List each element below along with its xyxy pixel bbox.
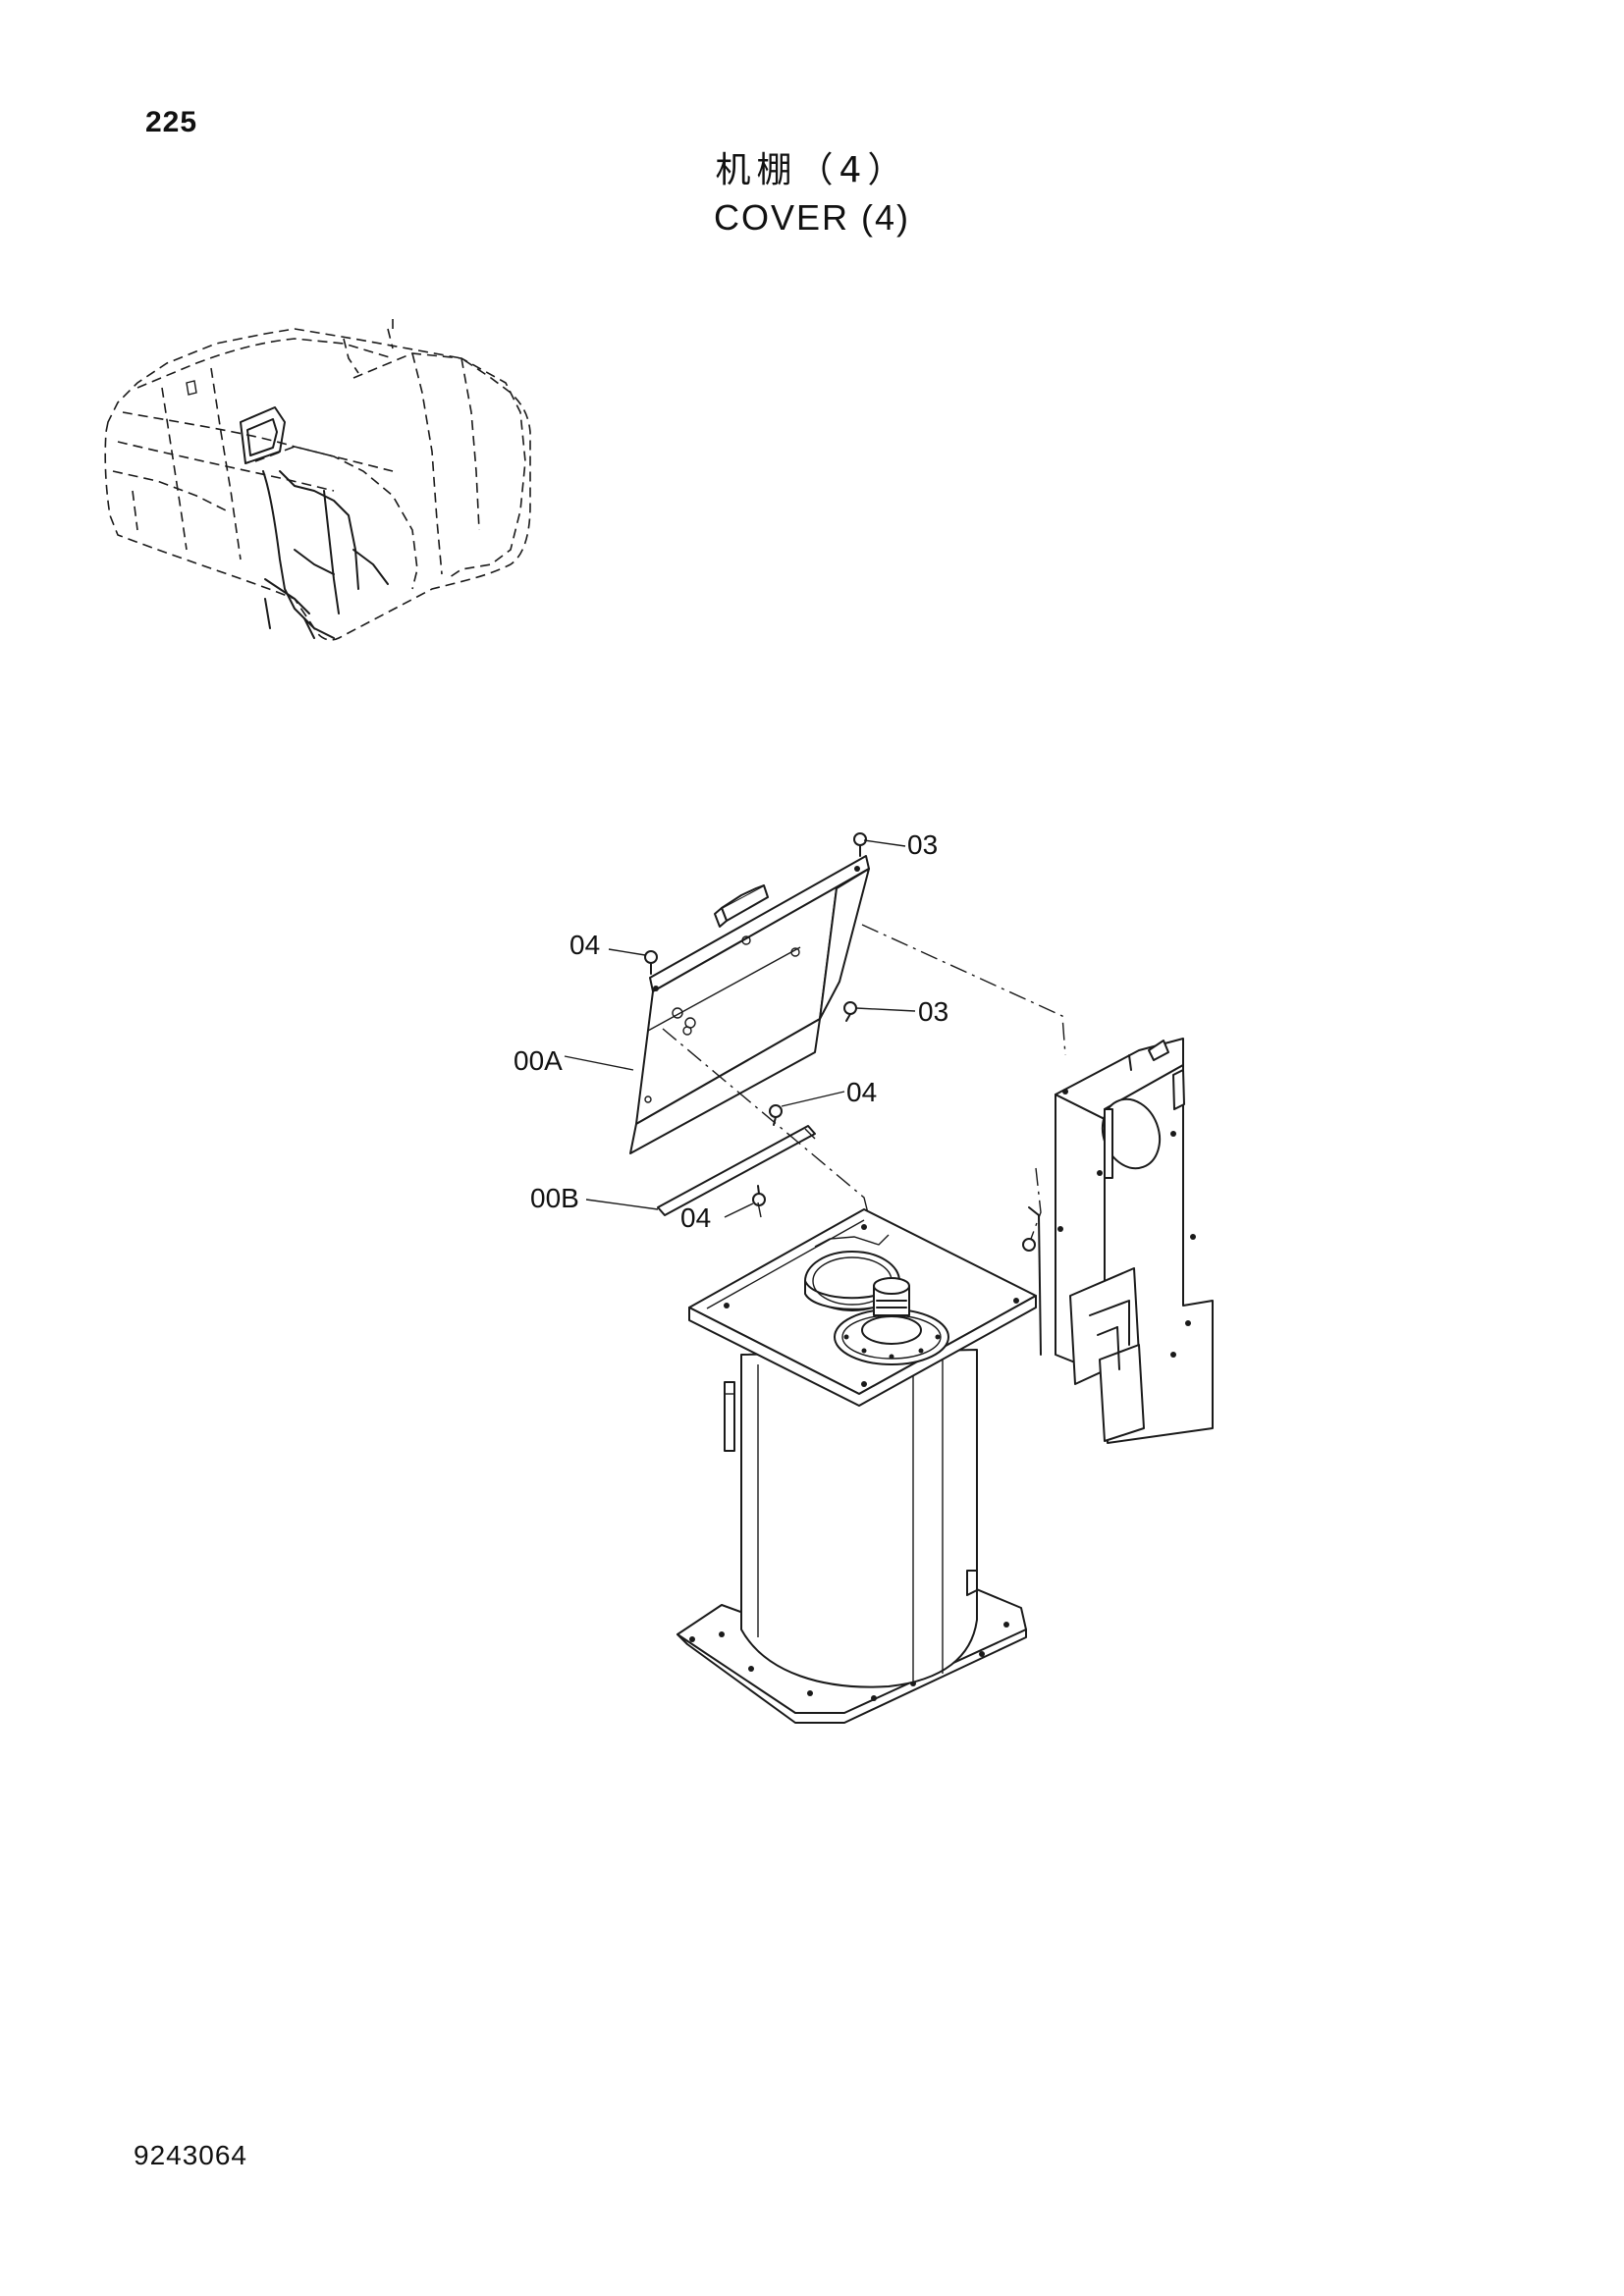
page-title: 机棚（4） COVER (4) — [0, 147, 1624, 241]
cover-plate-00a — [629, 855, 870, 1154]
callout-label: 03 — [918, 996, 948, 1027]
overview-machine-outline — [104, 314, 531, 641]
callout-label: 04 — [846, 1077, 877, 1107]
title-english: COVER (4) — [713, 197, 911, 238]
callout-label: 04 — [569, 930, 600, 960]
callout-03-right: 03 — [855, 996, 948, 1027]
callout-04-left: 04 — [569, 930, 646, 960]
callout-label: 00B — [530, 1183, 579, 1213]
callout-03-top: 03 — [863, 829, 938, 860]
callout-04-bottom: 04 — [680, 1202, 754, 1233]
page-number: 225 — [145, 106, 198, 138]
callout-00b: 00B — [530, 1183, 659, 1213]
bolt-03-right — [843, 1001, 857, 1022]
tank-assembly — [677, 1208, 1037, 1724]
callout-label: 03 — [907, 829, 938, 860]
bolt-04-mid — [769, 1104, 783, 1126]
callout-04-mid: 04 — [781, 1077, 877, 1107]
bolt-04-left — [644, 950, 658, 975]
bolt-03-top — [853, 832, 867, 857]
seal-strip-00b — [657, 1125, 816, 1216]
callout-label: 00A — [514, 1045, 563, 1076]
title-chinese: 机棚（4） — [715, 150, 909, 190]
drawing-number: 9243064 — [134, 2140, 248, 2170]
right-frame — [1022, 1038, 1214, 1444]
bolt-04-bottom — [752, 1185, 766, 1206]
callout-00a: 00A — [514, 1045, 634, 1076]
callout-label: 04 — [680, 1202, 711, 1233]
